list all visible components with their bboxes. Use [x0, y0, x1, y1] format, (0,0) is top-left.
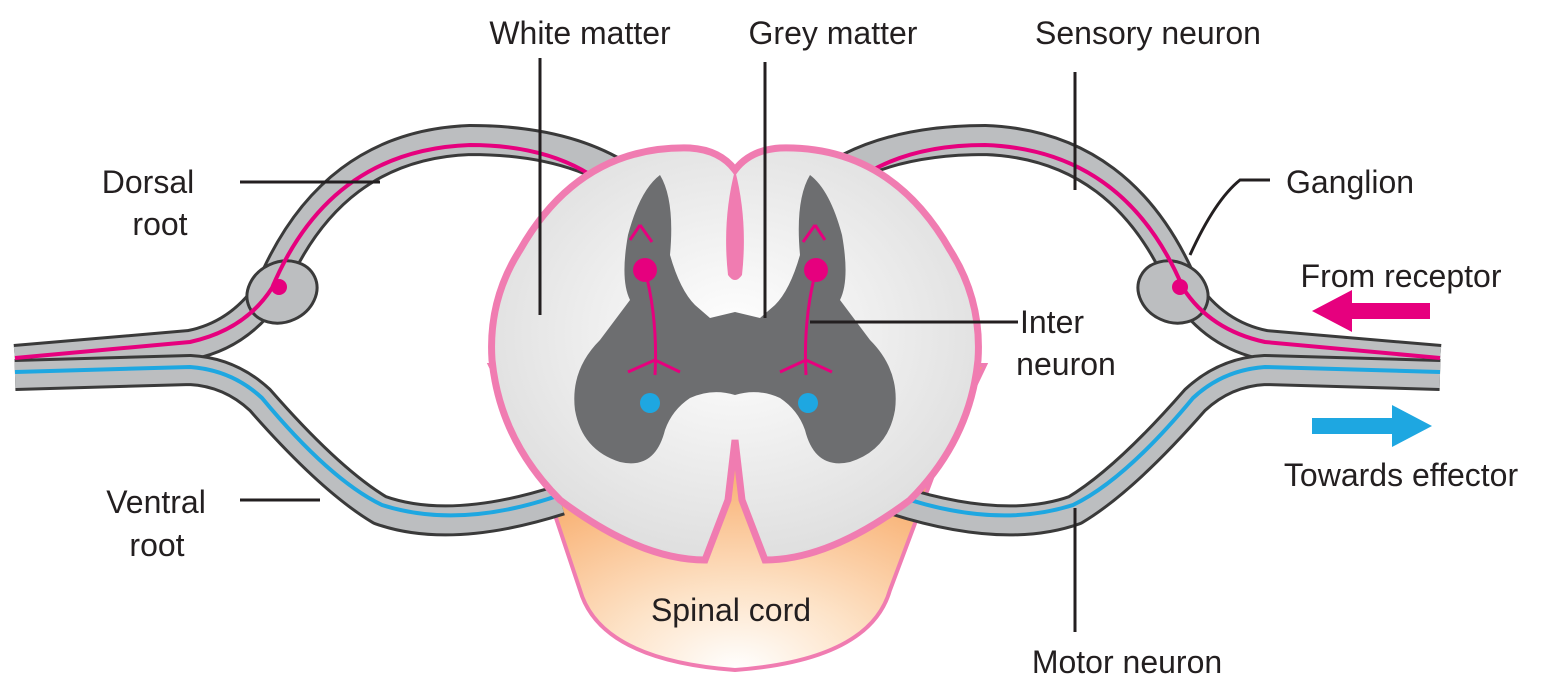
label-spinal-cord: Spinal cord	[651, 592, 811, 628]
arrow-left-icon	[1312, 290, 1430, 332]
label-motor-neuron: Motor neuron	[1032, 644, 1222, 680]
label-dorsal-root-2: root	[132, 206, 187, 242]
label-ganglion: Ganglion	[1286, 164, 1414, 200]
label-white-matter: White matter	[489, 15, 671, 51]
label-ventral-root-1: Ventral	[106, 484, 206, 520]
label-towards-effector: Towards effector	[1284, 457, 1519, 493]
label-grey-matter: Grey matter	[749, 15, 918, 51]
label-sensory-neuron: Sensory neuron	[1035, 15, 1261, 51]
label-inter-neuron-2: neuron	[1016, 346, 1116, 382]
label-ventral-root-2: root	[129, 527, 184, 563]
arrow-right-icon	[1312, 405, 1432, 447]
label-from-receptor: From receptor	[1301, 258, 1502, 294]
label-dorsal-root-1: Dorsal	[102, 164, 194, 200]
label-inter-neuron-1: Inter	[1020, 304, 1084, 340]
